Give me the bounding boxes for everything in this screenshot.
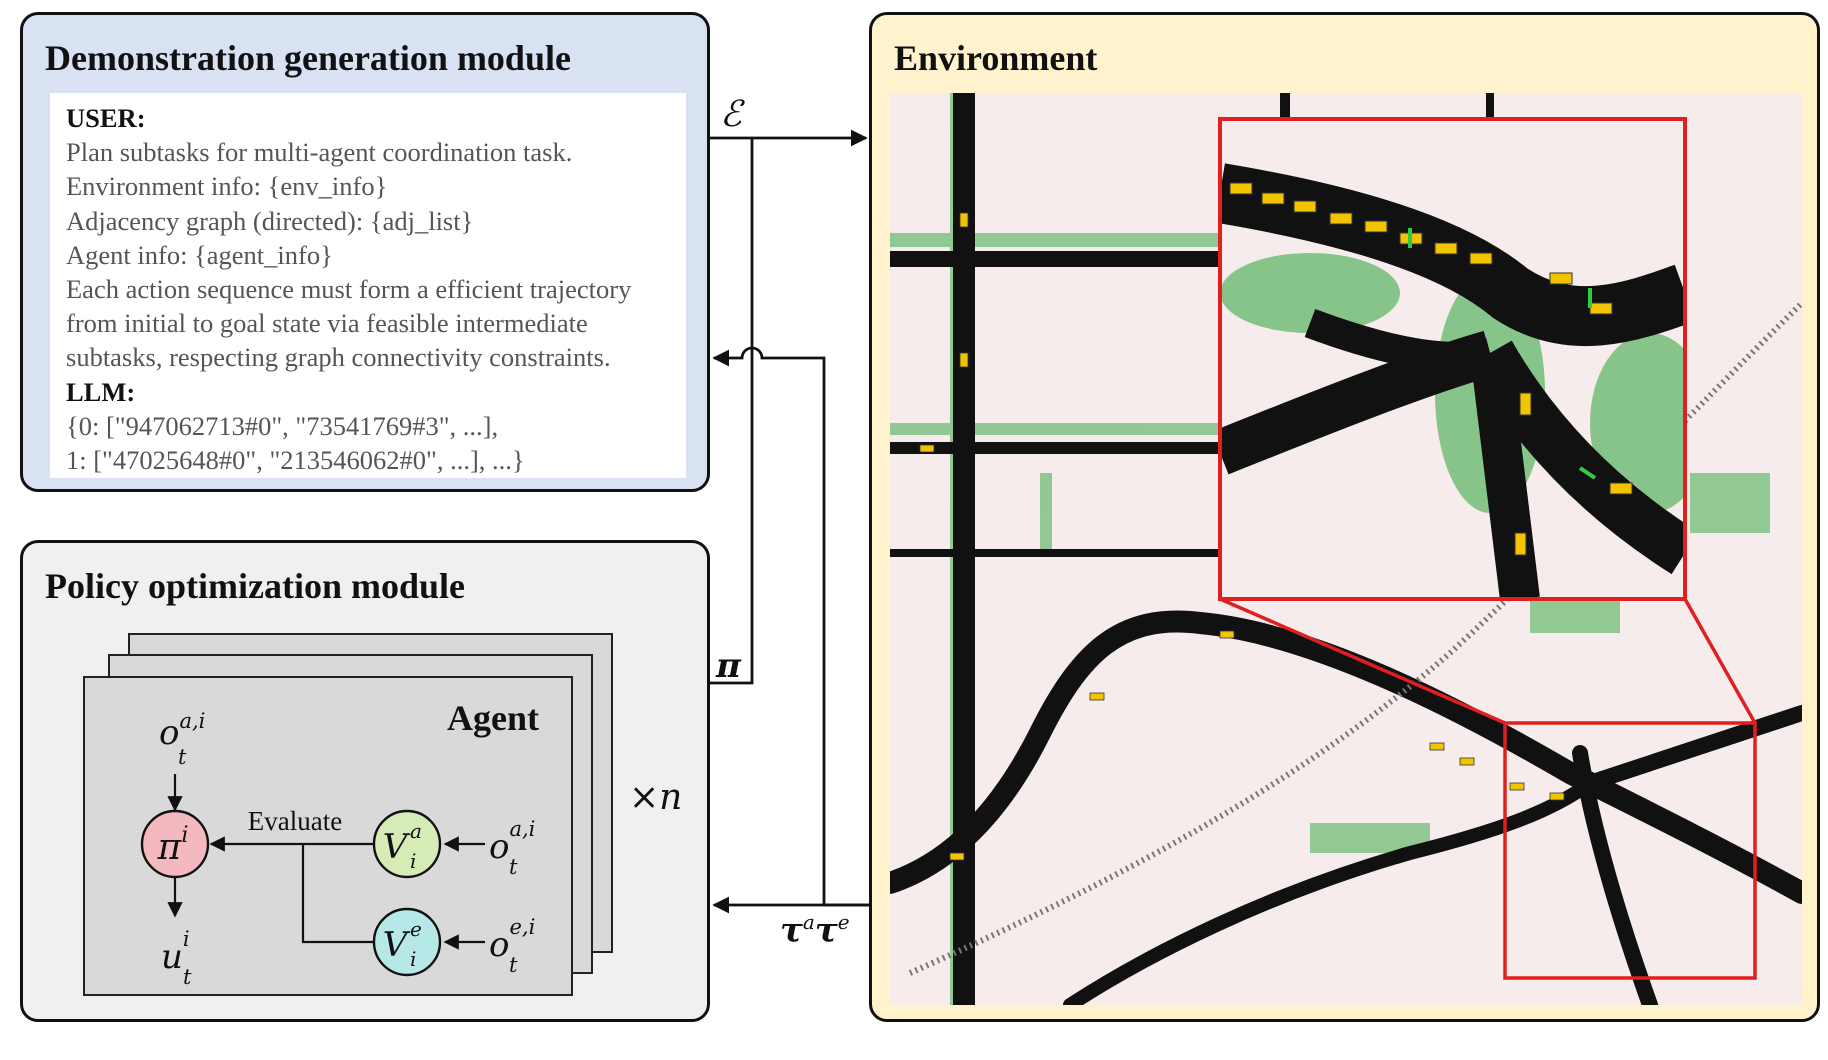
prompt-line: Adjacency graph (directed): {adj_list} [66, 205, 474, 236]
prompt-role-label: USER: [66, 103, 146, 133]
evaluate-label: Evaluate [248, 806, 342, 836]
trajectory-labels: τaτe [780, 910, 850, 951]
prompt-role-label: LLM: [66, 376, 136, 407]
environment-title: Environment [894, 38, 1098, 78]
llm-prompt-box: USER: Plan subtasks for multi-agent coord… [50, 93, 686, 478]
zoom-source-region [1219, 597, 1757, 980]
policy-optimization-module: Policy optimization module Agent oa,i t … [20, 540, 710, 1022]
policy-node [140, 809, 210, 879]
value-a-sub: i [410, 849, 416, 873]
prompt-line: from initial to goal state via feasible … [66, 308, 588, 339]
value-a-sup: a [410, 819, 422, 843]
zoom-inset-frame [1218, 117, 1687, 601]
traffic-map [890, 93, 1802, 1005]
demo-module-title: Demonstration generation module [45, 38, 571, 78]
observation-value-a: oa,i [489, 817, 535, 867]
prompt-line: Plan subtasks for multi-agent coordinati… [66, 137, 573, 168]
agent-label: Agent [447, 698, 539, 738]
action-output: ui [161, 927, 190, 977]
prompt-line: Each action sequence must form a efficie… [66, 274, 632, 305]
value-e-sub: i [410, 947, 416, 971]
value-a-label: V [383, 827, 411, 867]
environment-module: Environment [869, 12, 1820, 1022]
value-e-node [372, 907, 442, 977]
arrow-policy-link [710, 138, 754, 685]
prompt-line: subtasks, respecting graph connectivity … [66, 342, 611, 373]
prompt-line: Environment info: {env_info} [66, 171, 388, 202]
observation-top: oa,i [159, 709, 205, 753]
observation-value-e: oe,i [489, 915, 535, 965]
value-e-sup: e [410, 917, 422, 941]
observation-top-sub: t [178, 745, 187, 769]
value-a-node [372, 809, 442, 879]
demonstration-generation-module: Demonstration generation module USER: Pla… [20, 12, 710, 492]
prompt-line: 1: ["47025648#0", "213546062#0", ...], .… [66, 445, 525, 476]
value-e-label: V [383, 925, 411, 965]
observation-value-a-sub: t [509, 855, 518, 879]
agent-card: Agent oa,i t πi ui t Evaluate V a i oa,i… [83, 676, 573, 996]
arrow-trajectories-to-demo [712, 346, 869, 907]
evaluate-critic-link [301, 844, 373, 944]
env-spec-label: ℰ [720, 94, 742, 135]
policy-node-label: πi [157, 823, 189, 868]
policy-module-title: Policy optimization module [45, 566, 465, 606]
observation-value-e-sub: t [509, 953, 518, 977]
zoom-inset [1218, 117, 1687, 601]
prompt-line: {0: ["947062713#0", "73541769#3", ...], [66, 410, 499, 441]
policy-label: π [716, 646, 741, 686]
agent-diagram: Agent oa,i t πi ui t Evaluate V a i oa,i… [140, 698, 539, 989]
action-output-sub: t [183, 965, 192, 989]
map-vehicles [919, 212, 1565, 861]
agent-count-label: ×n [629, 777, 683, 818]
prompt-line: Agent info: {agent_info} [66, 239, 333, 270]
